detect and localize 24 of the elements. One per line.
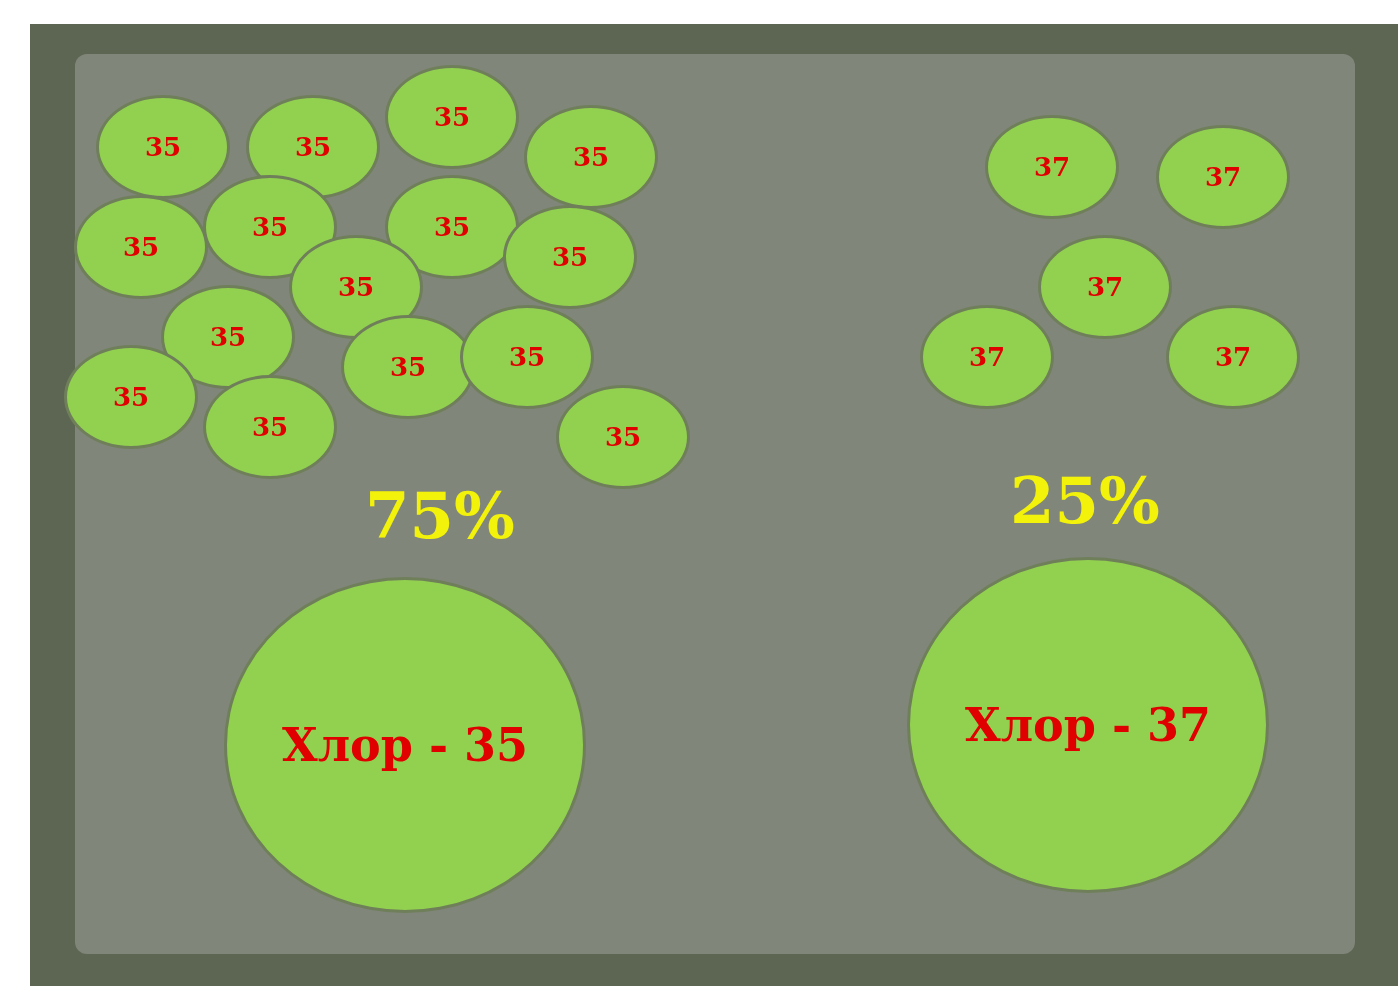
circle-label: 35 <box>551 242 589 272</box>
circle-label: 35 <box>144 132 182 162</box>
circle-label: 37 <box>968 342 1006 372</box>
circle-label: 35 <box>209 322 247 352</box>
circle-label: 35 <box>604 422 642 452</box>
circle-label: 35 <box>112 382 150 412</box>
circle-label: Хлор - 35 <box>281 718 529 772</box>
circle-label: 35 <box>572 142 610 172</box>
circle-label: 37 <box>1204 162 1242 192</box>
circle-label: 35 <box>433 212 471 242</box>
circle-label: 35 <box>508 342 546 372</box>
percentage-label: 25% <box>1010 462 1160 538</box>
circle-label: Хлор - 37 <box>964 698 1212 752</box>
circle-label: 37 <box>1033 152 1071 182</box>
circle-label: 35 <box>294 132 332 162</box>
circle-label: 35 <box>122 232 160 262</box>
circle-label: 35 <box>337 272 375 302</box>
circle-label: 35 <box>251 212 289 242</box>
percentage-label: 75% <box>365 477 515 553</box>
circle-label: 35 <box>389 352 427 382</box>
circle-label: 37 <box>1214 342 1252 372</box>
circle-label: 35 <box>433 102 471 132</box>
circle-label: 35 <box>251 412 289 442</box>
circle-label: 37 <box>1086 272 1124 302</box>
